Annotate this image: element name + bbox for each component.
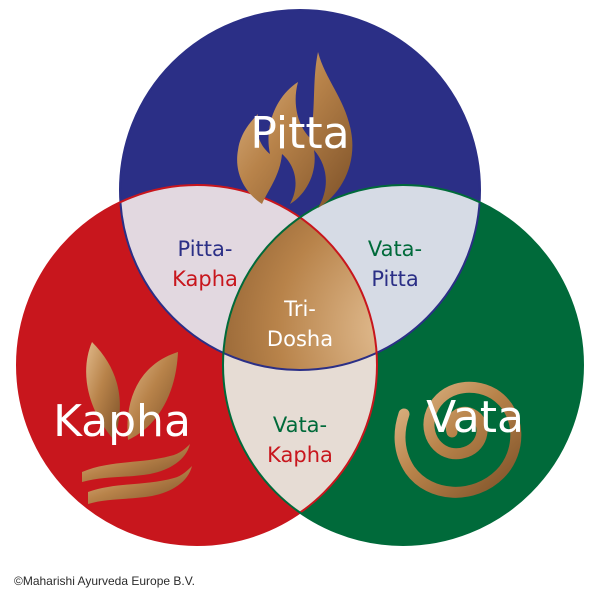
vata-kapha-label-line2: Kapha — [267, 443, 333, 467]
pitta-kapha-label-line1: Pitta- — [178, 237, 233, 261]
flame-icon — [237, 52, 353, 208]
vata-pitta-label-line2: Pitta — [371, 267, 418, 291]
vata-pitta-label-line1: Vata- — [368, 237, 422, 261]
vata-kapha-label-line1: Vata- — [273, 413, 327, 437]
leaf-water-icon — [82, 342, 192, 504]
spiral-icon — [394, 381, 522, 498]
tri-dosha-overlap — [223, 185, 377, 370]
tri-dosha-label-line2: Dosha — [267, 327, 333, 351]
pitta-kapha-label-line2: Kapha — [172, 267, 238, 291]
pitta-label: Pitta — [250, 108, 349, 159]
vata-label: Vata — [426, 392, 524, 443]
copyright-notice: ©Maharishi Ayurveda Europe B.V. — [14, 574, 195, 588]
tri-dosha-label-line1: Tri- — [283, 297, 316, 321]
kapha-label: Kapha — [53, 396, 191, 447]
